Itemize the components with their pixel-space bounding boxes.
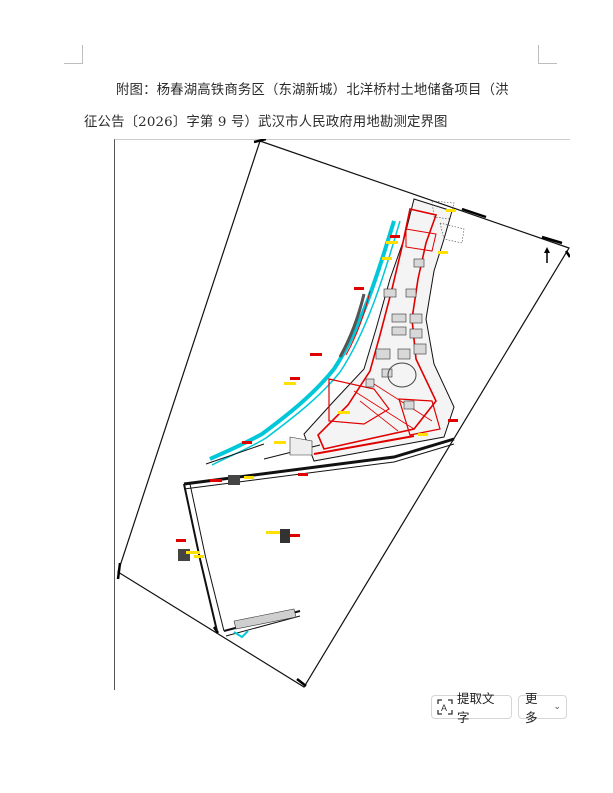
extract-text-button[interactable]: A 提取文字 xyxy=(431,691,512,725)
caption-line-2: 征公告〔2026〕字第 9 号）武汉市人民政府用地勘测定界图 xyxy=(84,115,448,130)
caption-line-1: 附图：杨春湖高铁商务区（东湖新城）北洋桥村土地储备项目（洪 xyxy=(116,83,509,98)
chevron-down-icon: ⌄ xyxy=(553,702,561,712)
north-arrow-icon xyxy=(544,247,550,263)
text-recognition-icon: A xyxy=(437,699,453,715)
page-corner-mark-top-right xyxy=(538,45,557,64)
more-button[interactable]: 更多 ⌄ xyxy=(518,691,567,725)
svg-text:A: A xyxy=(441,703,447,713)
survey-plot xyxy=(176,198,465,639)
survey-map-image[interactable] xyxy=(114,139,570,690)
page-corner-mark-top-left xyxy=(64,45,83,64)
more-label: 更多 xyxy=(525,691,538,725)
extract-text-label: 提取文字 xyxy=(457,691,495,725)
